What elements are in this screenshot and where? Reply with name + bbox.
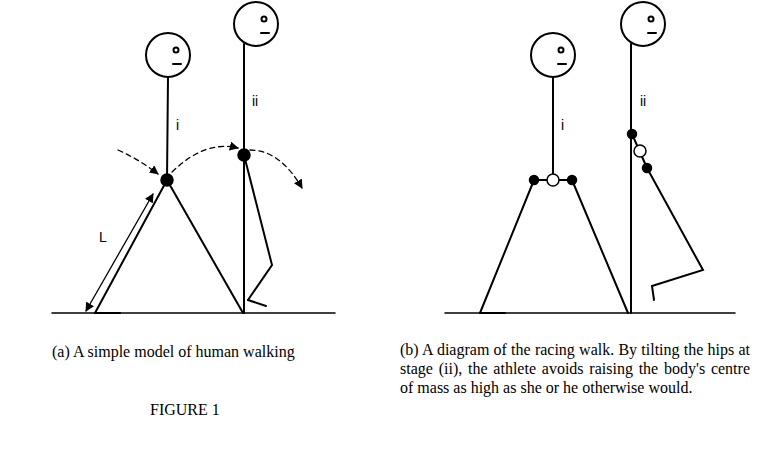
subfigure-caption: (b) A diagram of the racing walk. By til… [400,340,750,397]
stage-label: ii [252,92,258,111]
stage-label: i [176,116,179,135]
figure-caption: FIGURE 1 [150,400,220,419]
subfigure-caption: (a) A simple model of human walking [52,342,304,361]
stage-label: ii [640,92,646,111]
length-label: L [99,228,107,247]
stage-label: i [561,116,564,135]
